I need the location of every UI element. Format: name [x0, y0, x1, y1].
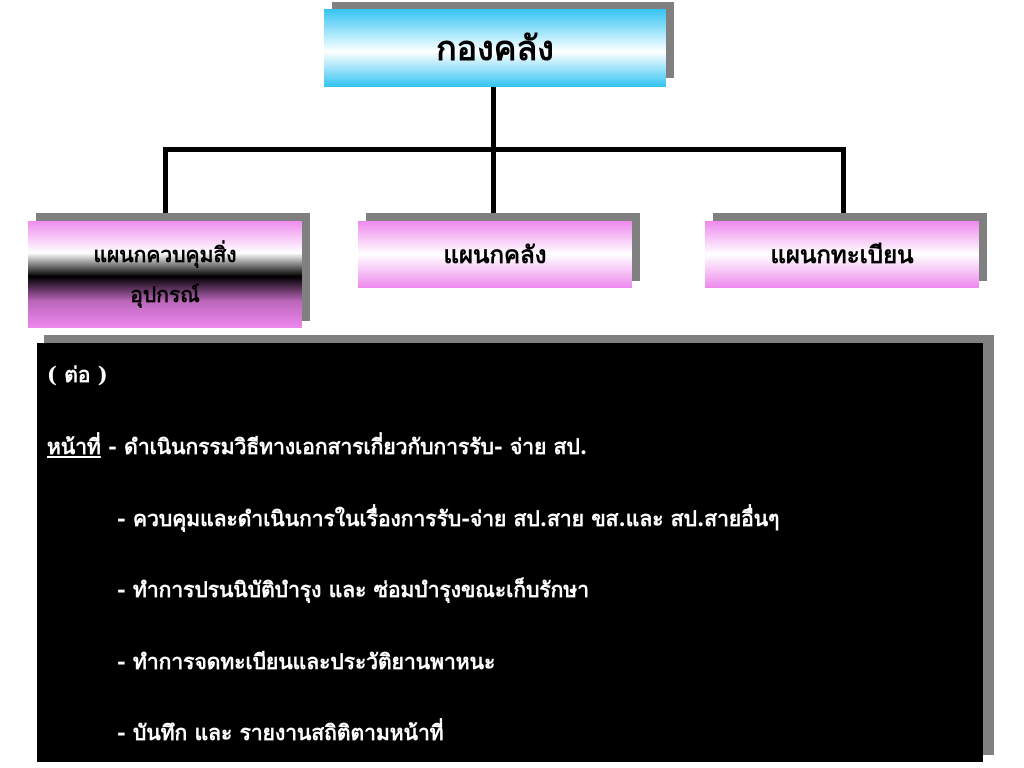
branch-3-label: แผนกทะเบียน — [770, 240, 914, 269]
branch-node-registration: แผนกทะเบียน — [705, 221, 979, 288]
continued-label: ( ต่อ ) — [47, 362, 108, 387]
connector-root-down — [491, 87, 496, 217]
duty-item: - บันทึก และ รายงานสถิติตามหน้าที่ — [117, 720, 444, 745]
duty-heading: หน้าที่ — [47, 434, 101, 459]
branch-node-warehouse: แผนกคลัง — [358, 221, 632, 288]
duty-line-1: หน้าที่ - ดำเนินกรรมวิธีทางเอกสารเกี่ยวก… — [47, 431, 587, 464]
connector-right-down — [841, 147, 846, 217]
branch-2-label: แผนกคลัง — [443, 240, 547, 269]
branch-1-label-line2: อุปกรณ์ — [130, 281, 200, 307]
duty-item: - ทำการจดทะเบียนและประวัติยานพาหนะ — [117, 649, 496, 674]
duty-item: - ทำการปรนนิบัติบำรุง และ ซ่อมบำรุงขณะเก… — [117, 577, 590, 602]
duty-item: - ดำเนินกรรมวิธีทางเอกสารเกี่ยวกับการรับ… — [108, 434, 588, 459]
duties-panel: ( ต่อ ) หน้าที่ - ดำเนินกรรมวิธีทางเอกสา… — [37, 343, 983, 762]
duty-item: - ควบคุมและดำเนินการในเรื่องการรับ-จ่าย … — [117, 506, 780, 531]
root-node-label: กองคลัง — [436, 29, 554, 69]
branch-node-equipment-control: แผนกควบคุมสิ่ง อุปกรณ์ — [28, 221, 302, 328]
connector-left-down — [163, 147, 168, 217]
branch-1-label-line1: แผนกควบคุมสิ่ง — [93, 241, 237, 267]
root-node: กองคลัง — [324, 9, 666, 87]
connector-horizontal — [163, 147, 846, 152]
